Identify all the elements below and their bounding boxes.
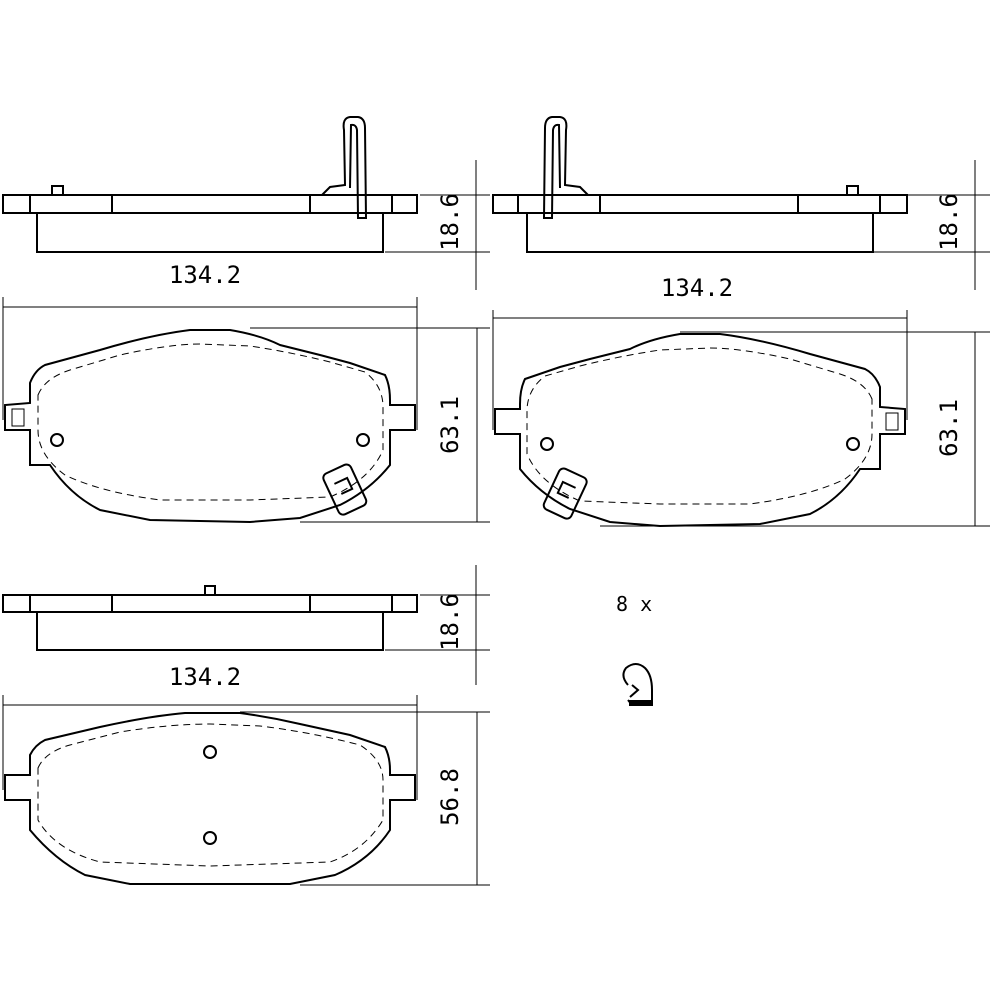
pad-3-face-view xyxy=(4,712,416,885)
wear-indicator-clip-icon xyxy=(622,663,653,706)
pad-2-height-dimension xyxy=(600,331,990,527)
pad-3-width-label: 134.2 xyxy=(169,663,241,691)
pad-2-height-label: 63.1 xyxy=(935,399,963,457)
pad-2-side-view xyxy=(492,116,908,253)
pad-1-side-view xyxy=(2,116,418,253)
pad-3-side-view xyxy=(2,585,418,651)
pad-2-thickness-label: 18.6 xyxy=(935,193,963,251)
pad-1-height-label: 63.1 xyxy=(436,396,464,454)
pad-1-face-view xyxy=(4,329,416,523)
pad-3-height-label: 56.8 xyxy=(436,768,464,826)
pad-3-height-dimension xyxy=(240,711,490,886)
clip-quantity-label: 8 x xyxy=(616,592,652,616)
pad-3-thickness-label: 18.6 xyxy=(436,593,464,651)
pad-3-thickness-dimension xyxy=(385,565,490,685)
pad-1-width-dimension xyxy=(2,297,418,430)
pad-1-thickness-dimension xyxy=(385,160,490,290)
pad-1-width-label: 134.2 xyxy=(169,261,241,289)
pad-3-width-dimension xyxy=(2,695,418,800)
pad-2-face-view xyxy=(494,333,906,527)
pad-2-width-dimension xyxy=(492,310,908,430)
pad-1-height-dimension xyxy=(250,327,490,523)
pad-2-width-label: 134.2 xyxy=(661,274,733,302)
pad-2-thickness-dimension xyxy=(870,160,990,290)
pad-1-thickness-label: 18.6 xyxy=(436,193,464,251)
